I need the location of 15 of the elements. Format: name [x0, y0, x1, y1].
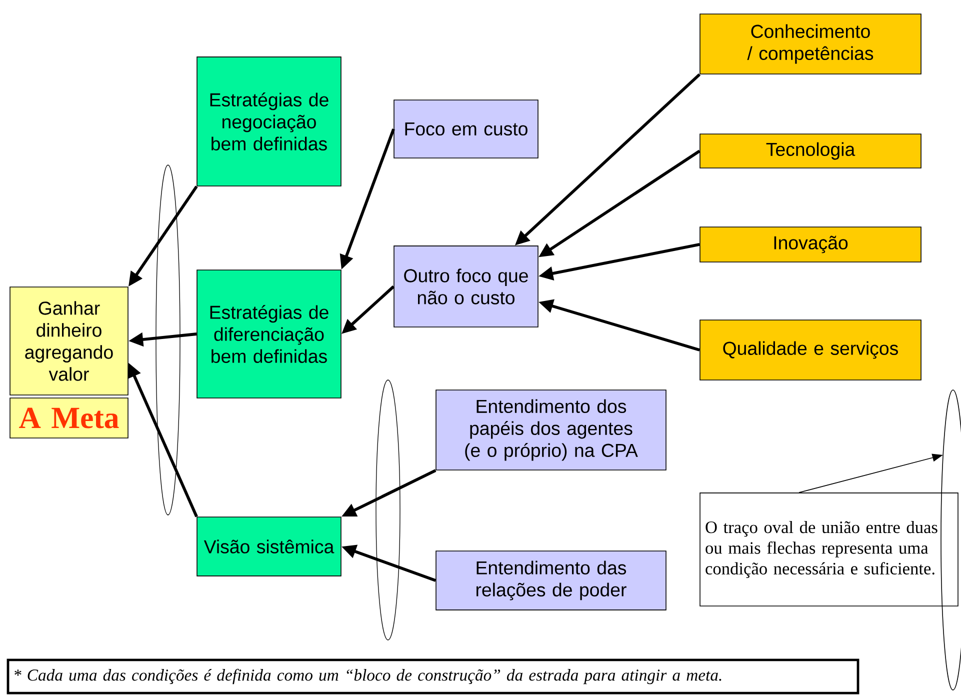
strategy-box: Estratégias de diferenciação bem definidas [196, 270, 342, 398]
factor-box: Conhecimento / competências [700, 14, 922, 74]
focus-box: Foco em custo [394, 100, 538, 158]
understanding-box: Entendimento dos papéis dos agentes (e o próprio) na CPA [436, 390, 666, 470]
factor-box: Tecnologia [700, 134, 922, 168]
footnote-box: * Cada uma das condições é definida como um “bloco de construção” da estrada para atingir a meta. [6, 658, 860, 694]
factor-box: Qualidade e serviços [700, 320, 922, 380]
factor-box: Inovação [700, 226, 922, 262]
goal-box: Ganhar dinheiro agregando valor [10, 286, 128, 396]
focus-box: Outro foco que não o custo [394, 246, 538, 328]
goal-label-box: A Meta [10, 398, 128, 438]
strategy-box: Estratégias de negociação bem definidas [196, 56, 342, 186]
understanding-box: Entendimento das relações de poder [436, 550, 666, 610]
strategy-box: Visão sistêmica [196, 516, 342, 576]
note-box: O traço oval de união entre duas ou mais flechas representa uma condição necessária e suficiente. [700, 492, 958, 606]
